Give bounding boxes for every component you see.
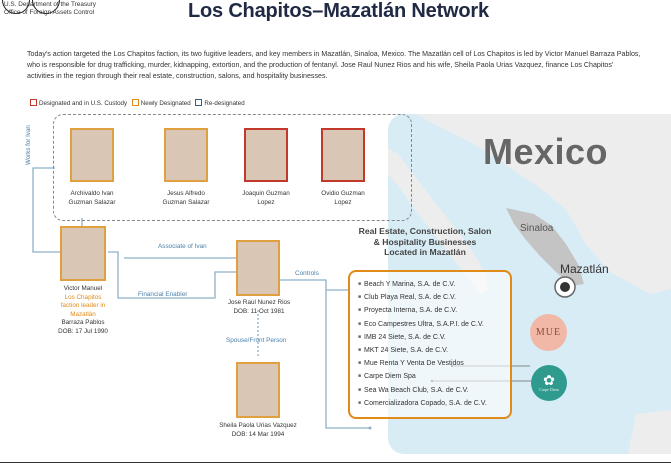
photo-joaquin xyxy=(244,128,288,182)
mue-logo: MUE xyxy=(530,314,567,351)
bottom-connector-dot xyxy=(368,426,372,430)
businesses-header: Real Estate, Construction, Salon & Hospi… xyxy=(350,226,500,258)
name-archivaldo-line2: Guzman Salazar xyxy=(68,198,116,206)
bottom-connector xyxy=(325,290,370,429)
business-item: IMB 24 Siete, S.A. de C.V. xyxy=(350,331,510,344)
mazatlan-marker-icon xyxy=(554,276,576,298)
bottom-divider xyxy=(0,462,671,463)
name-jesus-line1: Jesus Alfredo xyxy=(167,190,205,197)
photo-archivaldo xyxy=(70,128,114,182)
legend-label-redesignated: Re-designated xyxy=(204,100,245,107)
name-sheila: Sheila Paola Urias Vazquez DOB: 14 Mar 1… xyxy=(208,422,308,439)
legend-item-redesignated: Re-designated xyxy=(195,99,245,107)
legend-item-custody: Designated and in U.S. Custody xyxy=(30,99,127,107)
photo-sheila xyxy=(236,362,280,418)
business-item: Comercializadora Copado, S.A. de C.V. xyxy=(350,397,510,410)
associate-of-ivan-label: Associate of Ivan xyxy=(158,243,207,250)
controls-connector xyxy=(280,279,348,291)
dob-sheila: DOB: 14 Mar 1994 xyxy=(231,430,285,438)
financial-enabler-connector xyxy=(108,251,236,299)
carpe-diem-logo-text: Carpe Diem xyxy=(539,387,559,392)
name-jose-full: Jose Raul Nunez Rios xyxy=(227,299,291,306)
dob-jose: DOB: 11 Oct 1981 xyxy=(233,307,285,315)
los-chapitos-leaders-group xyxy=(53,114,412,221)
business-item: Beach Y Marina, S.A. de C.V. xyxy=(350,278,510,291)
legend-label-new: Newly Designated xyxy=(140,100,191,107)
works-for-ivan-label: Works for Ivan xyxy=(25,125,32,165)
lotus-icon: ✿ xyxy=(543,372,555,388)
dob-victor: DOB: 17 Jul 1990 xyxy=(58,327,108,335)
controls-label: Controls xyxy=(295,270,319,277)
business-item: Club Playa Real, S.A. de C.V. xyxy=(350,291,510,304)
businesses-header-line2: & Hospitality Businesses xyxy=(373,236,477,247)
business-item: Carpe Diem Spa xyxy=(350,370,510,383)
works-for-connector xyxy=(32,167,60,253)
business-item: Proyecta Interna, S.A. de C.V. xyxy=(350,304,510,317)
department-line2: Office of Foreign Assets Control xyxy=(4,9,95,16)
department-line1: U.S. Department of the Treasury xyxy=(4,1,96,8)
legend-swatch-redesignated xyxy=(195,99,203,106)
name-jesus-line2: Guzman Salazar xyxy=(162,198,210,206)
carpe-diem-logo: ✿ Carpe Diem xyxy=(531,365,567,401)
business-item: MKT 24 Siete, S.A. de C.V. xyxy=(350,344,510,357)
victor-role-line3: Mazatlán xyxy=(70,310,96,318)
map-city-label: Mazatlán xyxy=(560,262,609,276)
name-archivaldo: Archivaldo Ivan Guzman Salazar xyxy=(52,190,132,207)
name-sheila-full: Sheila Paola Urias Vazquez xyxy=(219,422,297,429)
business-item: Mue Renta Y Venta De Vestidos xyxy=(350,357,510,370)
name-victor: Victor Manuel Los Chapitos faction leade… xyxy=(43,285,123,336)
name-jesus: Jesus Alfredo Guzman Salazar xyxy=(146,190,226,207)
map-country-label: Mexico xyxy=(483,131,609,172)
photo-jesus xyxy=(164,128,208,182)
legend-label-custody: Designated and in U.S. Custody xyxy=(39,100,128,107)
name-ovidio-line2: Lopez xyxy=(334,198,352,206)
financial-enabler-label: Financial Enabler xyxy=(138,291,188,298)
businesses-header-line3: Located in Mazatlán xyxy=(384,247,466,258)
photo-ovidio xyxy=(321,128,365,182)
name-victor-surname: Barraza Pablos xyxy=(61,319,105,326)
map-state-label: Sinaloa xyxy=(520,223,554,234)
business-item: Sea Wa Beach Club, S.A. de C.V. xyxy=(350,384,510,397)
legend-swatch-new xyxy=(131,99,139,106)
name-joaquin-line1: Joaquin Guzman xyxy=(242,190,290,197)
name-archivaldo-line1: Archivaldo Ivan xyxy=(70,190,114,197)
photo-jose xyxy=(236,240,280,296)
department-label: U.S. Department of the Treasury Office o… xyxy=(4,1,144,17)
legend: Designated and in U.S. Custody Newly Des… xyxy=(30,99,248,107)
name-jose: Jose Raul Nunez Rios DOB: 11 Oct 1981 xyxy=(214,299,304,316)
businesses-header-line1: Real Estate, Construction, Salon xyxy=(358,226,492,236)
intro-paragraph: Today's action targeted the Los Chapitos… xyxy=(27,50,641,81)
victor-role-line1: Los Chapitos xyxy=(64,293,102,301)
photo-victor xyxy=(60,226,106,281)
name-victor-first: Victor Manuel xyxy=(63,285,103,292)
victor-role-line2: faction leader in xyxy=(60,302,106,309)
page-title: Los Chapitos–Mazatlán Network xyxy=(188,0,489,22)
name-ovidio-line1: Ovidio Guzman xyxy=(321,190,365,197)
businesses-list: Beach Y Marina, S.A. de C.V. Club Playa … xyxy=(348,270,512,419)
name-joaquin-line2: Lopez xyxy=(257,198,275,206)
legend-swatch-custody xyxy=(30,99,37,106)
name-joaquin: Joaquin Guzman Lopez xyxy=(226,190,306,207)
business-item: Eco Campestres Ultra, S.A.P.I. de C.V. xyxy=(350,318,510,331)
name-ovidio: Ovidio Guzman Lopez xyxy=(303,190,383,207)
spouse-front-person-label: Spouse/Front Person xyxy=(226,337,287,344)
legend-item-new: Newly Designated xyxy=(131,99,191,107)
